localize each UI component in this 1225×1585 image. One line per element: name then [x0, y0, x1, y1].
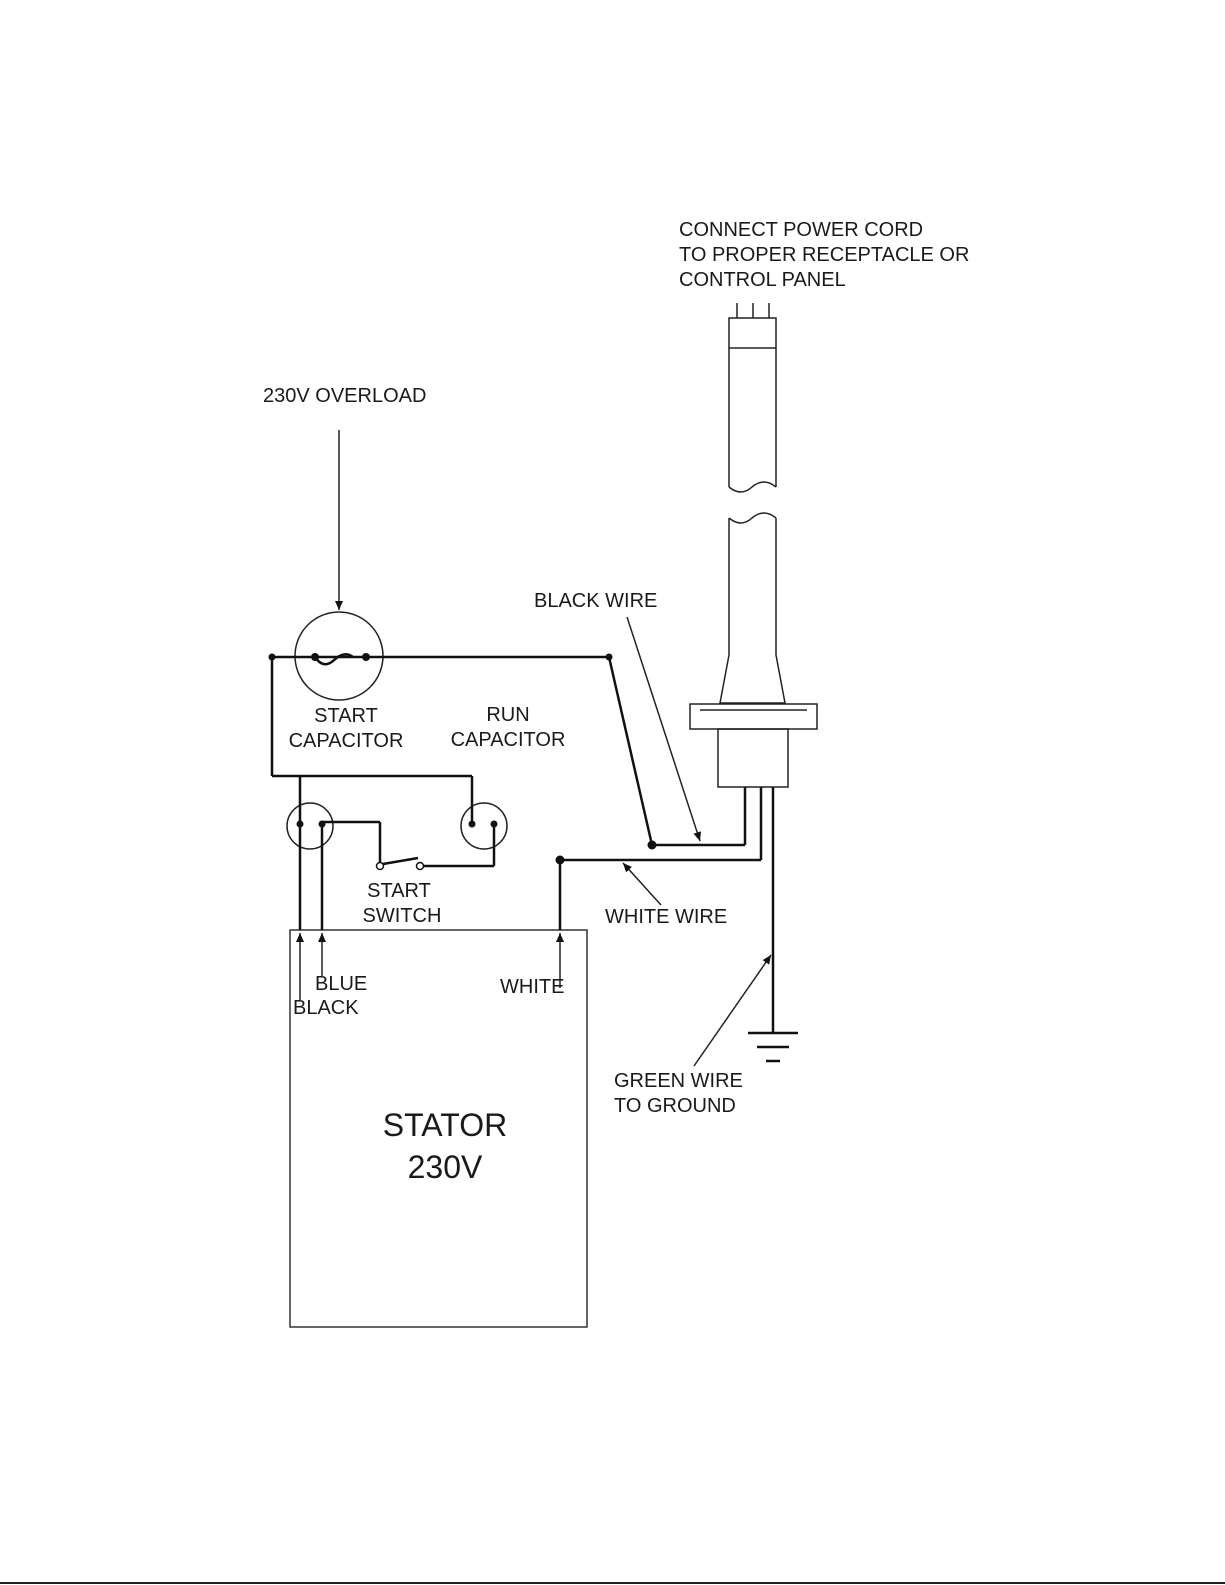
stator-label-line1: STATOR [383, 1107, 507, 1143]
run-capacitor [461, 803, 507, 849]
power-cord-label-line2: TO PROPER RECEPTACLE OR [679, 244, 969, 266]
run-capacitor-label-line1: RUN [486, 704, 529, 726]
blue-label: BLUE [315, 973, 367, 995]
power-cord-label-line3: CONTROL PANEL [679, 269, 846, 291]
white-label: WHITE [500, 976, 564, 998]
white-wire-label: WHITE WIRE [605, 906, 727, 928]
start-capacitor [287, 803, 333, 849]
power-cord [690, 303, 817, 787]
start-switch-label-line1: START [367, 880, 431, 902]
power-cord-label-line1: CONNECT POWER CORD [679, 219, 923, 241]
black-label: BLACK [293, 997, 359, 1019]
run-capacitor-label-line2: CAPACITOR [451, 729, 566, 751]
green-wire-label-line2: TO GROUND [614, 1095, 736, 1117]
green-wire-label-line1: GREEN WIRE [614, 1070, 743, 1092]
start-capacitor-label-line1: START [314, 705, 378, 727]
black-wire-label: BLACK WIRE [534, 590, 657, 612]
start-switch-label-line2: SWITCH [363, 905, 442, 927]
overload-label: 230V OVERLOAD [263, 385, 426, 407]
start-capacitor-label-line2: CAPACITOR [289, 730, 404, 752]
stator-label-line2: 230V [408, 1149, 483, 1185]
